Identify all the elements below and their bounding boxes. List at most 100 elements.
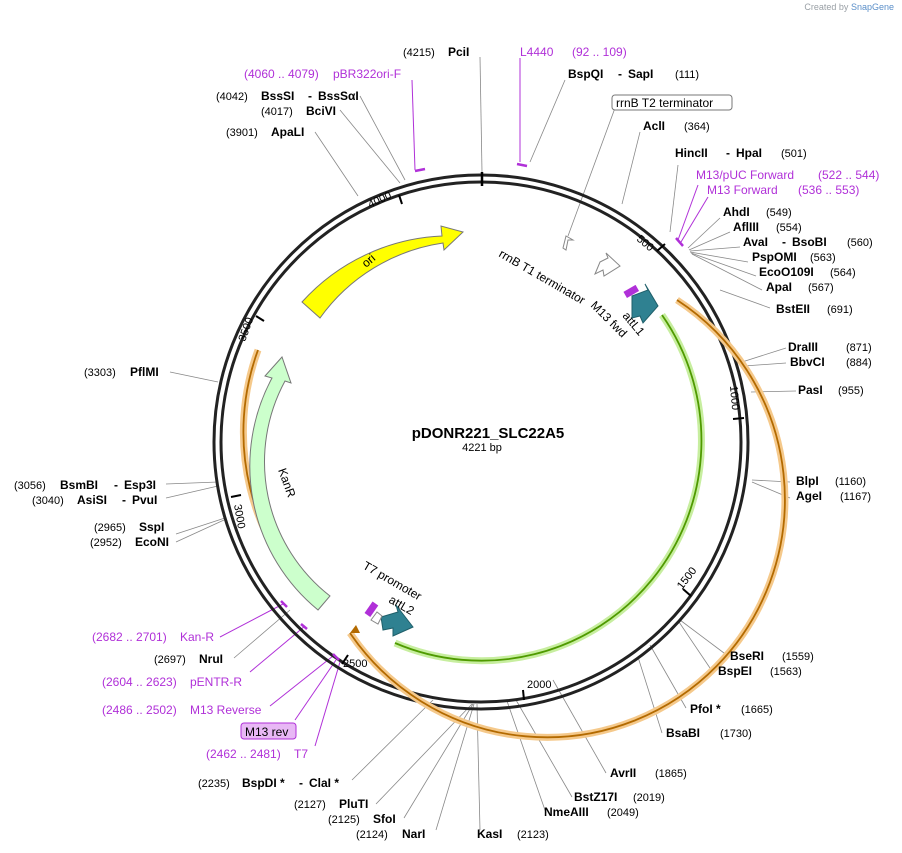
snapgene-brand: SnapGene — [850, 2, 894, 12]
site-sspi[interactable]: SspI — [139, 520, 164, 534]
site-pos-agei: (1167) — [840, 491, 871, 503]
site-bbvci[interactable]: BbvCI — [790, 355, 825, 369]
tick-marks — [230, 194, 745, 701]
sep-bsobi: - — [782, 235, 786, 249]
plasmid-name: pDONR221_SLC22A5 — [412, 425, 565, 442]
site-econi[interactable]: EcoNI — [135, 535, 169, 549]
primer-range-t7: (2462 .. 2481) — [206, 747, 281, 761]
site-pcii[interactable]: PciI — [448, 45, 469, 59]
primer-m13-forward[interactable]: M13 Forward — [707, 183, 778, 197]
site-apai[interactable]: ApaI — [766, 280, 792, 294]
sep-bsssai: - — [308, 89, 312, 103]
site-pluti[interactable]: PluTI — [339, 797, 368, 811]
kanr-label: KanR — [275, 466, 299, 499]
site-blpi[interactable]: BlpI — [796, 474, 819, 488]
site-bspdi[interactable]: BspDI * — [242, 776, 285, 790]
m13-rev-label: M13 rev — [245, 725, 288, 739]
rrnb-t2-terminator-arrow — [562, 235, 575, 251]
site-bsteii[interactable]: BstEII — [776, 302, 810, 316]
primer-m13-reverse[interactable]: M13 Reverse — [190, 703, 262, 717]
site-sfoi[interactable]: SfoI — [373, 812, 396, 826]
site-avrii[interactable]: AvrII — [610, 766, 636, 780]
sep-pvui: - — [122, 493, 126, 507]
rrnb-t1-terminator-arrow — [594, 252, 621, 277]
site-pos-sfoi: (2125) — [328, 814, 360, 826]
sep-esp3i: - — [114, 478, 118, 492]
site-afliii[interactable]: AflIII — [733, 220, 759, 234]
site-hpai[interactable]: HpaI — [736, 146, 762, 160]
site-kasi[interactable]: KasI — [477, 827, 502, 841]
site-pos-bsobi: (560) — [847, 237, 873, 249]
primer-pentr-r[interactable]: pENTR-R — [190, 675, 242, 689]
site-pos-bspdi: (2235) — [198, 778, 230, 790]
site-bsobi[interactable]: BsoBI — [792, 235, 827, 249]
site-apali[interactable]: ApaLI — [271, 125, 304, 139]
tick-3000: 3000 — [231, 503, 247, 529]
site-pos-apali: (3901) — [226, 127, 258, 139]
site-pfoi[interactable]: PfoI * — [690, 702, 721, 716]
rrnb-t1-terminator-label: rrnB T1 terminator — [497, 246, 588, 307]
tick-4000: 4000 — [366, 189, 393, 210]
site-sapi[interactable]: SapI — [628, 67, 653, 81]
site-bstz17i[interactable]: BstZ17I — [574, 790, 617, 804]
site-pos-sspi: (2965) — [94, 522, 126, 534]
site-pos-pfoi: (1665) — [741, 704, 773, 716]
primer-range-m13-reverse: (2486 .. 2502) — [102, 703, 177, 717]
site-clai[interactable]: ClaI * — [309, 776, 339, 790]
site-pos-nrui: (2697) — [154, 654, 186, 666]
kanr-feature-arrow — [249, 356, 331, 611]
attl1-feature-arrow — [631, 283, 659, 324]
site-bseri[interactable]: BseRI — [730, 649, 764, 663]
site-nrui[interactable]: NruI — [199, 652, 223, 666]
site-pos-bsssi: (4042) — [216, 91, 248, 103]
site-pvui[interactable]: PvuI — [132, 493, 157, 507]
site-nari[interactable]: NarI — [402, 827, 425, 841]
site-bsssi[interactable]: BssSI — [261, 89, 294, 103]
site-bspei[interactable]: BspEI — [718, 664, 752, 678]
site-hincii[interactable]: HincII — [675, 146, 708, 160]
m13-rev-marker — [364, 601, 379, 618]
site-bspqi[interactable]: BspQI — [568, 67, 603, 81]
site-pos-bsteii: (691) — [827, 304, 853, 316]
site-pos-draiii: (871) — [846, 342, 872, 354]
site-bcivi[interactable]: BciVI — [306, 104, 336, 118]
site-bsabi[interactable]: BsaBI — [666, 726, 700, 740]
primer-kan-r[interactable]: Kan-R — [180, 630, 214, 644]
site-ahdi[interactable]: AhdI — [723, 205, 750, 219]
m13-rev-box[interactable] — [240, 722, 297, 740]
site-avai[interactable]: AvaI — [743, 235, 768, 249]
plasmid-length: 4221 bp — [462, 442, 502, 454]
tick-2500: 2500 — [343, 658, 367, 670]
site-pos-bstz17i: (2019) — [633, 792, 665, 804]
site-pos-bsabi: (1730) — [720, 728, 752, 740]
insert-green-line — [394, 314, 703, 662]
site-agei[interactable]: AgeI — [796, 489, 822, 503]
site-acli[interactable]: AclI — [643, 119, 665, 133]
site-asisi[interactable]: AsiSI — [77, 493, 107, 507]
primer-l4440[interactable]: L4440 — [520, 45, 554, 59]
tick-2000: 2000 — [527, 679, 551, 691]
snapgene-credit: Created by SnapGene — [804, 2, 894, 12]
site-pos-bseri: (1559) — [782, 651, 814, 663]
site-esp3i[interactable]: Esp3I — [124, 478, 156, 492]
site-pspomi[interactable]: PspOMI — [752, 250, 797, 264]
site-pos-sapi: (111) — [675, 69, 699, 81]
site-ecoo109i[interactable]: EcoO109I — [759, 265, 814, 279]
site-bsssai[interactable]: BssSαI — [318, 89, 359, 103]
site-bsmbi[interactable]: BsmBI — [60, 478, 98, 492]
site-draiii[interactable]: DraIII — [788, 340, 818, 354]
primer-t7[interactable]: T7 — [294, 747, 308, 761]
credit-created-by: Created by — [804, 2, 849, 12]
site-pflmi[interactable]: PflMI — [130, 365, 159, 379]
site-nmeaiii[interactable]: NmeAIII — [544, 805, 589, 819]
site-pos-kasi: (2123) — [517, 829, 549, 841]
primer-pbr322ori-f[interactable]: pBR322ori-F — [333, 67, 401, 81]
attl2-feature-arrow — [380, 604, 414, 637]
site-pos-avrii: (1865) — [655, 768, 687, 780]
site-pos-bbvci: (884) — [846, 357, 872, 369]
site-pasi[interactable]: PasI — [798, 383, 823, 397]
site-pos-blpi: (1160) — [835, 476, 866, 488]
primer-m13-puc-forward[interactable]: M13/pUC Forward — [696, 168, 794, 182]
sep-hpai: - — [726, 146, 730, 160]
site-pos-pspomi: (563) — [810, 252, 836, 264]
